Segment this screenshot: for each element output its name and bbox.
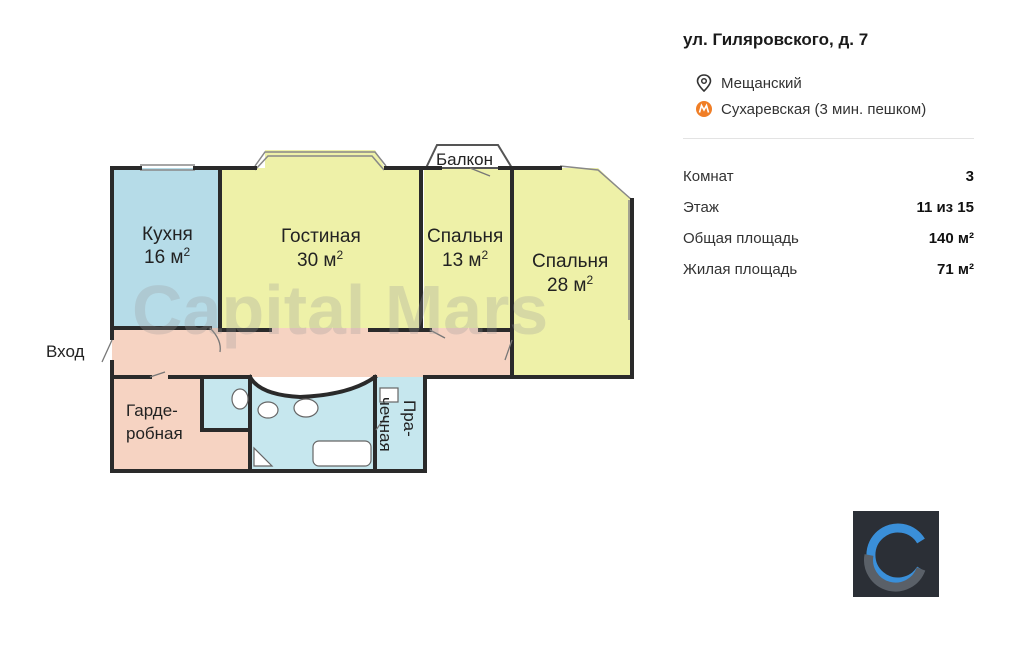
divider xyxy=(683,138,974,139)
bedroom-large-area: 28 м2 xyxy=(547,273,593,296)
address-title: ул. Гиляровского, д. 7 xyxy=(683,30,869,49)
metro-text: Сухаревская (3 мин. пешком) xyxy=(721,100,927,118)
info-value: 71 м² xyxy=(937,261,974,278)
location-pin-icon xyxy=(693,72,715,94)
info-row-floor: Этаж 11 из 15 xyxy=(683,192,974,223)
district-row: Мещанский xyxy=(683,70,974,96)
wardrobe-label-1: Гарде- xyxy=(126,401,178,420)
balcony-label: Балкон xyxy=(436,150,493,169)
info-key: Жилая площадь xyxy=(683,261,798,278)
living-area: 30 м2 xyxy=(297,248,343,271)
laundry-label-1: Пра- xyxy=(400,400,419,437)
info-row-total-area: Общая площадь 140 м² xyxy=(683,223,974,254)
bedroom-small-area: 13 м2 xyxy=(442,248,488,271)
info-panel: ул. Гиляровского, д. 7 Мещанский Сухарев… xyxy=(683,30,974,285)
watermark-text: Capital Mars xyxy=(132,271,548,349)
wardrobe-label-2: робная xyxy=(126,424,183,443)
bedroom-large-name: Спальня xyxy=(532,251,608,272)
info-value: 11 из 15 xyxy=(916,199,974,216)
info-value: 140 м² xyxy=(928,230,974,247)
doors xyxy=(101,167,513,431)
living-name: Гостиная xyxy=(281,226,361,247)
kitchen-area: 16 м2 xyxy=(144,245,190,268)
info-key: Комнат xyxy=(683,168,734,185)
bedroom-large xyxy=(512,168,632,377)
floor-plan: Балкон xyxy=(46,144,634,473)
bedroom-small xyxy=(424,168,512,330)
laundry-label-2: чечная xyxy=(376,397,395,452)
walls xyxy=(110,166,634,473)
bedroom-small-name: Спальня xyxy=(427,226,503,247)
info-row-rooms: Комнат 3 xyxy=(683,161,974,192)
kitchen-name: Кухня xyxy=(142,224,193,245)
corridor xyxy=(112,328,512,377)
metro-icon xyxy=(693,98,715,120)
district-text: Мещанский xyxy=(721,74,802,92)
info-key: Этаж xyxy=(683,199,719,216)
info-row-living-area: Жилая площадь 71 м² xyxy=(683,254,974,285)
living-room xyxy=(220,150,421,330)
balcony xyxy=(424,144,514,169)
info-value: 3 xyxy=(965,168,974,185)
windows xyxy=(140,151,633,320)
fixtures xyxy=(231,387,399,467)
capital-logo-icon xyxy=(853,511,939,597)
kitchen-room xyxy=(112,168,220,328)
metro-row: Сухаревская (3 мин. пешком) xyxy=(683,96,974,122)
entrance-label: Вход xyxy=(46,342,85,361)
info-key: Общая площадь xyxy=(683,230,799,247)
